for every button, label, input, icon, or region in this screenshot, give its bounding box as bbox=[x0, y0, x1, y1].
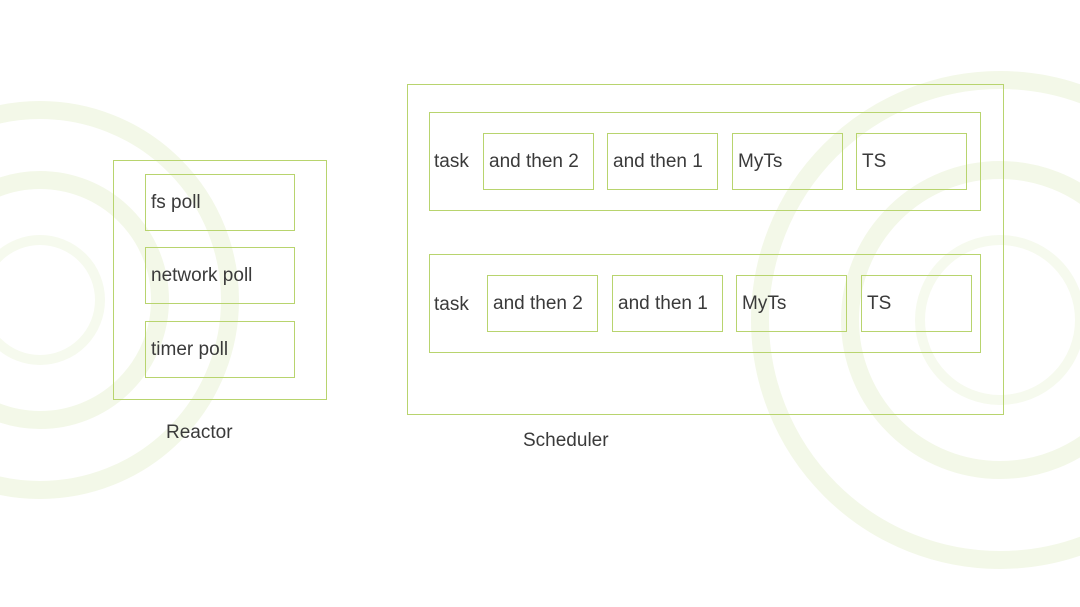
scheduler-task-row-2 bbox=[429, 254, 981, 353]
reactor-item-label: timer poll bbox=[151, 339, 229, 360]
task-step-label: and then 1 bbox=[618, 293, 708, 314]
reactor-item-label: network poll bbox=[151, 265, 253, 286]
reactor-item-fs-poll: fs poll bbox=[145, 174, 295, 231]
reactor-container bbox=[113, 160, 327, 400]
task-label: task bbox=[434, 151, 469, 172]
scheduler-task-row-1 bbox=[429, 112, 981, 211]
task-step-label: and then 1 bbox=[613, 151, 703, 172]
scheduler-caption: Scheduler bbox=[523, 430, 609, 451]
task-step-and-then-2: and then 2 bbox=[483, 133, 594, 190]
task-step-label: MyTs bbox=[742, 293, 787, 314]
task-step-ts: TS bbox=[861, 275, 972, 332]
task-step-label: TS bbox=[862, 151, 887, 172]
task-step-label: and then 2 bbox=[489, 151, 579, 172]
task-step-label: MyTs bbox=[738, 151, 783, 172]
reactor-item-network-poll: network poll bbox=[145, 247, 295, 304]
task-step-myts: MyTs bbox=[736, 275, 847, 332]
scheduler-container bbox=[407, 84, 1004, 415]
task-step-label: and then 2 bbox=[493, 293, 583, 314]
task-step-myts: MyTs bbox=[732, 133, 843, 190]
reactor-caption: Reactor bbox=[166, 422, 233, 443]
reactor-item-timer-poll: timer poll bbox=[145, 321, 295, 378]
task-step-and-then-1: and then 1 bbox=[607, 133, 718, 190]
task-step-and-then-1: and then 1 bbox=[612, 275, 723, 332]
task-step-and-then-2: and then 2 bbox=[487, 275, 598, 332]
task-label: task bbox=[434, 294, 469, 315]
reactor-item-label: fs poll bbox=[151, 192, 201, 213]
task-step-label: TS bbox=[867, 293, 892, 314]
task-step-ts: TS bbox=[856, 133, 967, 190]
